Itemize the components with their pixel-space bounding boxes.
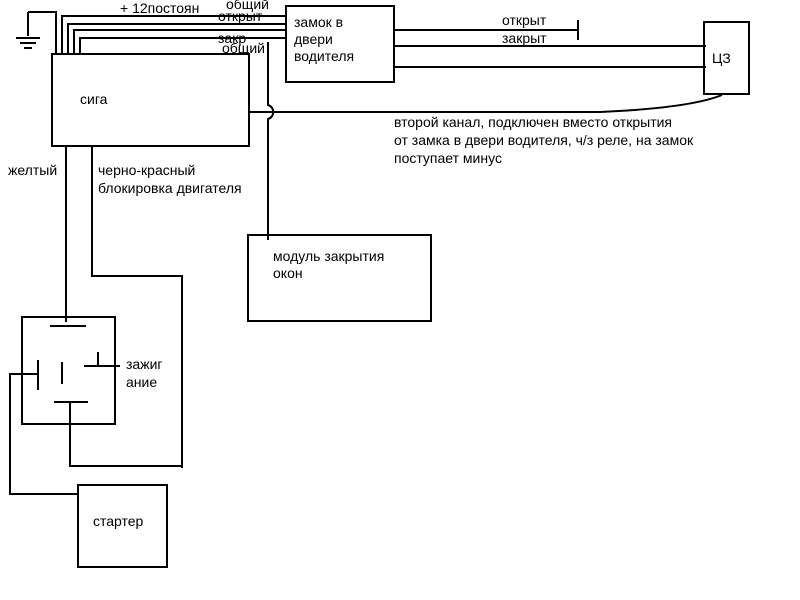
note-second-channel-1: второй канал, подключен вместо открытия	[394, 114, 673, 130]
label-close-left: закр	[218, 30, 247, 46]
note-second-channel-2: от замка в двери водителя, ч/з реле, на …	[394, 132, 694, 148]
label-engine-block: блокировка двигателя	[98, 180, 242, 196]
block-driver-door-lock	[285, 5, 395, 83]
block-window-module	[247, 234, 432, 322]
starter-title: стартер	[93, 513, 144, 529]
driver-lock-line-3: водителя	[294, 48, 355, 64]
label-yellow: желтый	[8, 162, 58, 178]
wire-relay-return	[69, 402, 182, 467]
wire-black-red	[91, 146, 183, 468]
central-lock-title: ЦЗ	[712, 50, 731, 66]
ground-symbol	[16, 12, 40, 49]
wire-common	[67, 23, 286, 54]
wire-second-channel	[249, 94, 723, 113]
note-second-channel-3: поступает минус	[394, 150, 502, 166]
label-black-red: черно-красный	[98, 162, 196, 178]
label-ignition-1: зажиг	[126, 356, 163, 372]
block-siga	[51, 53, 250, 147]
wire-window-module	[267, 42, 275, 240]
wire-close	[79, 37, 286, 54]
label-open-right: открыт	[502, 12, 547, 28]
driver-lock-line-2: двери	[294, 31, 333, 47]
wire-plus12	[61, 15, 286, 54]
block-relay	[21, 316, 116, 425]
wire-open	[73, 29, 286, 54]
siga-title: сига	[80, 91, 108, 107]
label-close-right: закрыт	[502, 30, 547, 46]
block-central-lock	[703, 21, 750, 95]
window-module-line-2: окон	[273, 265, 303, 281]
block-starter	[77, 484, 168, 568]
label-common-left: общий	[222, 40, 265, 56]
wire-ignition	[97, 352, 120, 367]
label-common-top: общий	[226, 0, 269, 12]
label-ignition-2: ание	[126, 374, 158, 390]
driver-lock-line-1: замок в	[294, 14, 344, 30]
wire-relay-starter	[9, 373, 78, 495]
window-module-line-1: модуль закрытия	[273, 248, 385, 264]
label-plus12: + 12постоян	[120, 0, 200, 16]
wire-ground	[28, 11, 57, 54]
label-open-top: открыт	[218, 8, 263, 24]
